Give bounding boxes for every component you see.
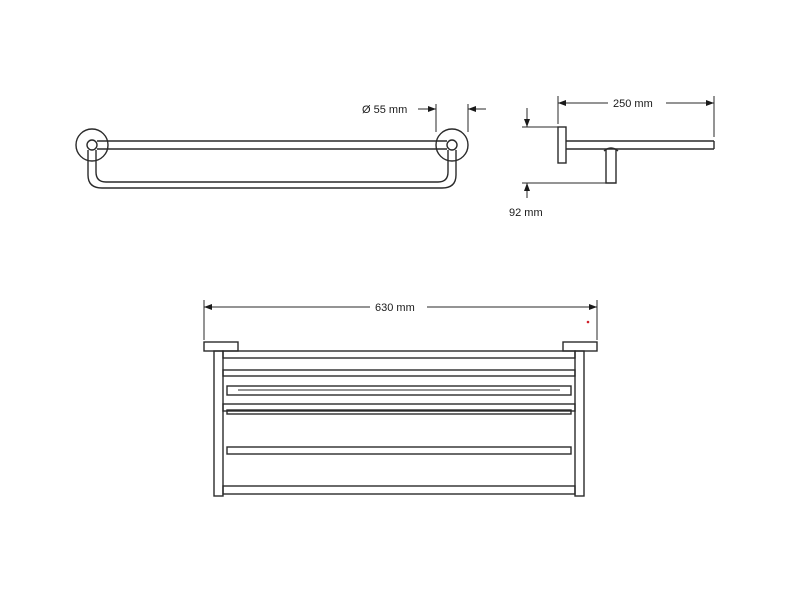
u-rail-outer bbox=[87, 150, 457, 189]
left-post-top bbox=[86, 139, 98, 151]
side-loop bbox=[605, 149, 617, 184]
left-flange-top bbox=[75, 128, 109, 162]
width-arrow-right bbox=[589, 304, 597, 310]
marker-dot bbox=[586, 320, 590, 324]
height-arrow-top bbox=[524, 119, 530, 127]
side-loop-cap bbox=[603, 147, 619, 152]
height-arrow-bottom bbox=[524, 183, 530, 191]
shelf-bar-3 bbox=[222, 403, 576, 412]
depth-arrow-left bbox=[558, 100, 566, 106]
front-view: 630 mm bbox=[203, 300, 598, 497]
shelf-bar-5 bbox=[226, 446, 572, 455]
width-label: 630 mm bbox=[375, 302, 415, 314]
shelf-bar-2 bbox=[226, 385, 572, 396]
left-post bbox=[213, 350, 224, 497]
front-right-flange bbox=[562, 341, 598, 352]
right-flange-top bbox=[435, 128, 469, 162]
bottom-bar bbox=[222, 485, 576, 495]
depth-arrow-right bbox=[706, 100, 714, 106]
diameter-label: Ø 55 mm bbox=[362, 104, 407, 116]
front-left-flange bbox=[203, 341, 239, 352]
height-label: 92 mm bbox=[509, 207, 543, 219]
right-post-top bbox=[446, 139, 458, 151]
top-view: Ø 55 mm bbox=[75, 104, 486, 189]
width-arrow-left bbox=[204, 304, 212, 310]
side-view: 250 mm 92 mm bbox=[509, 96, 715, 219]
u-rail-inner bbox=[95, 150, 449, 183]
right-post bbox=[574, 350, 585, 497]
shelf-bar-1 bbox=[222, 369, 576, 377]
dia-arrow-left bbox=[428, 106, 436, 112]
shelf-bar-4 bbox=[226, 409, 572, 415]
side-wall-plate bbox=[557, 126, 567, 164]
depth-label: 250 mm bbox=[613, 98, 653, 110]
dia-arrow-right bbox=[468, 106, 476, 112]
front-top-bar bbox=[222, 350, 576, 359]
